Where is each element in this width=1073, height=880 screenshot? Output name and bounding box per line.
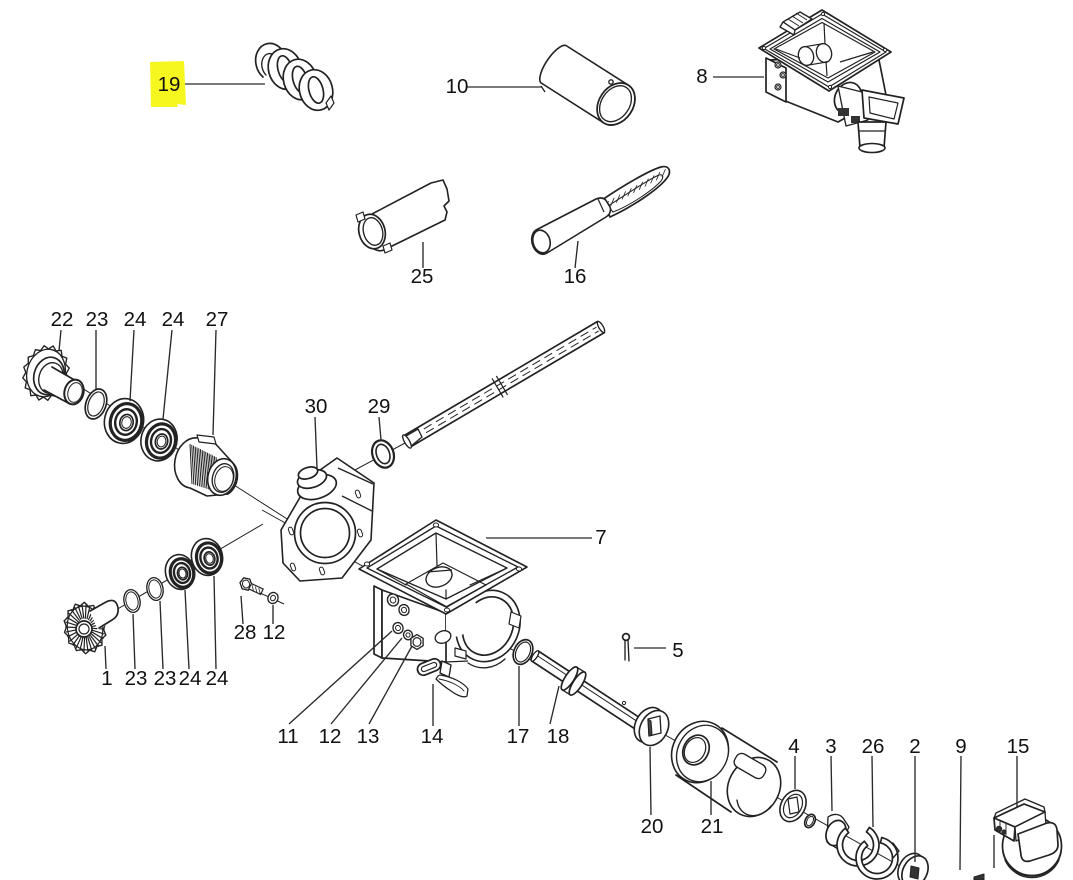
svg-text:8: 8: [696, 65, 707, 88]
svg-text:7: 7: [595, 526, 606, 549]
svg-text:12: 12: [263, 621, 286, 644]
svg-text:13: 13: [357, 725, 380, 748]
svg-text:24: 24: [124, 308, 147, 331]
svg-text:10: 10: [446, 75, 469, 98]
svg-text:19: 19: [158, 73, 181, 96]
svg-text:17: 17: [507, 725, 530, 748]
svg-text:9: 9: [955, 735, 966, 758]
svg-text:3: 3: [825, 735, 836, 758]
svg-text:30: 30: [305, 395, 328, 418]
svg-text:26: 26: [862, 735, 885, 758]
svg-text:22: 22: [51, 308, 74, 331]
svg-text:20: 20: [641, 815, 664, 838]
svg-text:5: 5: [672, 639, 683, 662]
svg-text:2: 2: [909, 735, 920, 758]
svg-text:23: 23: [154, 667, 177, 690]
svg-text:21: 21: [701, 815, 724, 838]
svg-text:15: 15: [1007, 735, 1030, 758]
svg-text:24: 24: [162, 308, 185, 331]
svg-text:25: 25: [411, 265, 434, 288]
svg-text:23: 23: [125, 667, 148, 690]
svg-text:18: 18: [547, 725, 570, 748]
svg-text:24: 24: [206, 667, 229, 690]
svg-text:28: 28: [234, 621, 257, 644]
svg-text:23: 23: [86, 308, 109, 331]
svg-text:29: 29: [368, 395, 391, 418]
svg-text:14: 14: [421, 725, 444, 748]
svg-text:24: 24: [179, 667, 202, 690]
svg-text:11: 11: [277, 725, 298, 748]
svg-text:12: 12: [319, 725, 342, 748]
svg-text:4: 4: [788, 735, 799, 758]
svg-text:16: 16: [564, 265, 587, 288]
svg-text:1: 1: [101, 667, 112, 690]
svg-text:27: 27: [206, 308, 229, 331]
